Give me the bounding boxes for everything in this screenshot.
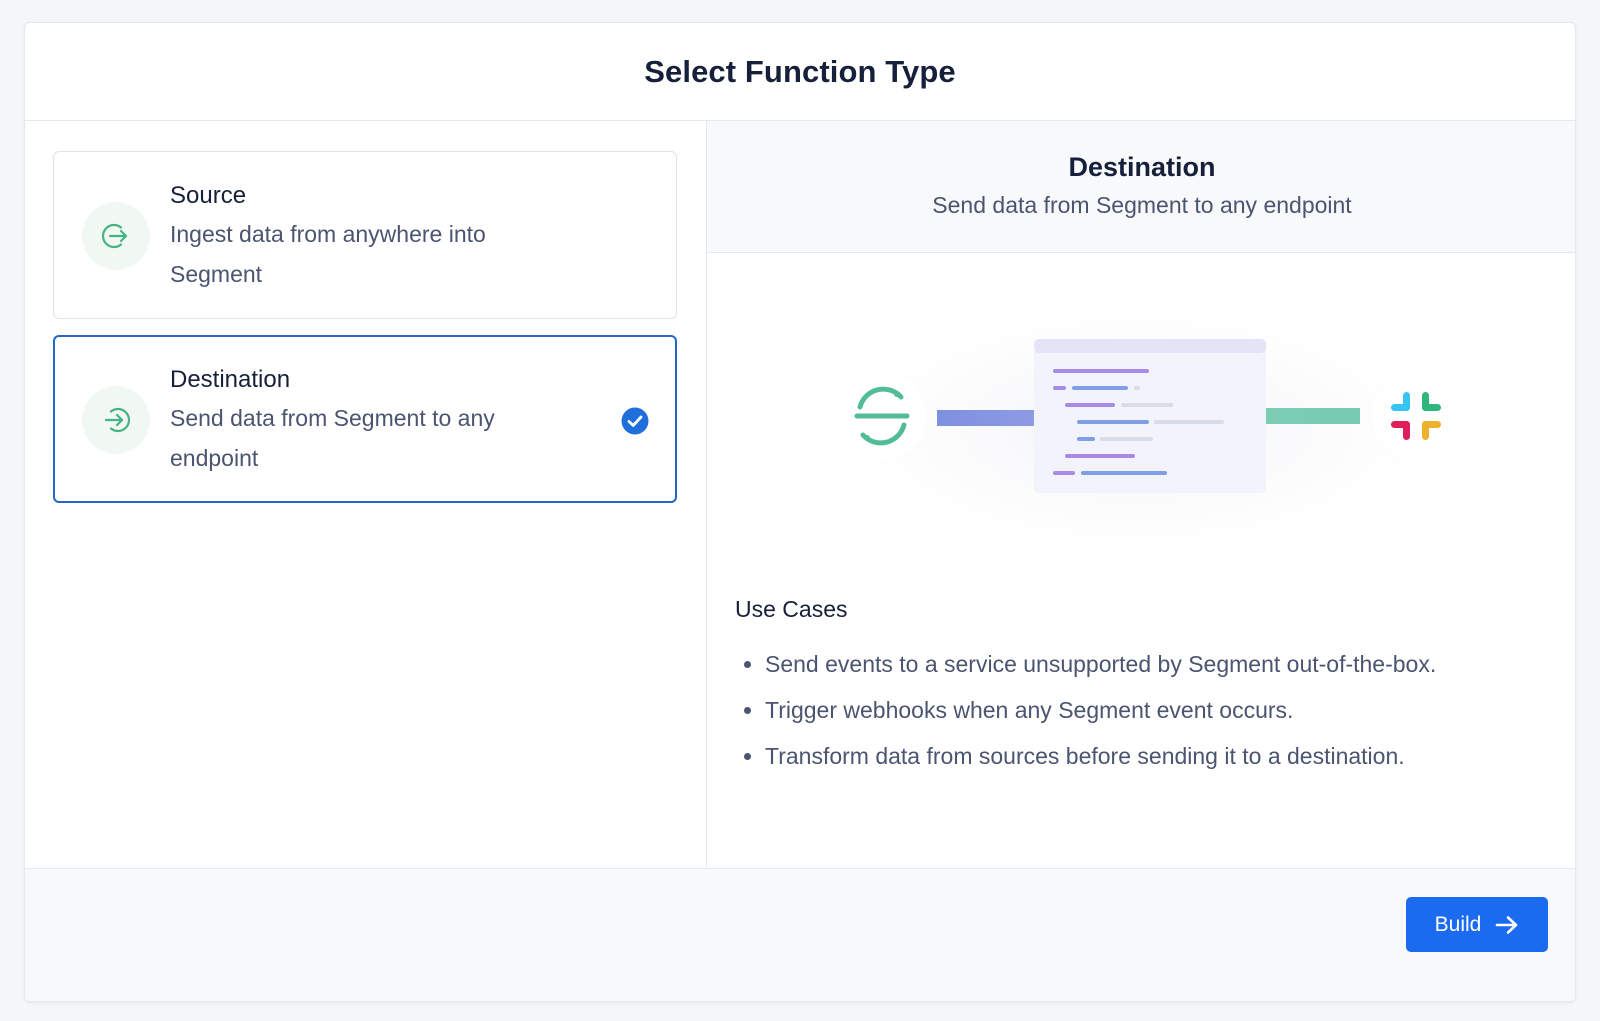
bullet-icon: [744, 661, 751, 668]
detail-header: Destination Send data from Segment to an…: [707, 121, 1575, 253]
arrow-in-circle-icon: [82, 386, 150, 454]
code-editor-icon: [1034, 339, 1266, 493]
use-case-item: Trigger webhooks when any Segment event …: [735, 687, 1555, 733]
build-button-label: Build: [1434, 912, 1482, 936]
use-case-item: Transform data from sources before sendi…: [735, 733, 1555, 779]
detail-subtitle: Send data from Segment to any endpoint: [932, 192, 1352, 218]
modal-title: Select Function Type: [644, 53, 956, 89]
option-destination-title: Destination: [170, 366, 291, 393]
check-circle-icon: [621, 407, 649, 435]
modal-header: Select Function Type: [25, 23, 1575, 121]
bullet-icon: [744, 753, 751, 760]
use-case-text: Transform data from sources before sendi…: [765, 743, 1405, 769]
use-cases-title: Use Cases: [735, 596, 848, 622]
detail-title: Destination: [1068, 152, 1216, 182]
segment-to-slack-illustration: [747, 269, 1527, 589]
modal-footer: Build: [25, 868, 1575, 1001]
slack-logo-icon: [1358, 358, 1474, 474]
use-case-text: Trigger webhooks when any Segment event …: [765, 697, 1294, 723]
use-case-item: Send events to a service unsupported by …: [735, 641, 1555, 687]
option-source-title: Source: [170, 182, 247, 209]
arrow-out-circle-icon: [82, 202, 150, 270]
use-case-text: Send events to a service unsupported by …: [765, 651, 1437, 677]
option-source-description: Ingest data from anywhere into Segment: [170, 221, 486, 287]
segment-logo-icon: [824, 358, 940, 474]
option-card-source[interactable]: Source Ingest data from anywhere into Se…: [53, 151, 677, 319]
arrow-right-icon: [1496, 915, 1518, 934]
detail-pane: Destination Send data from Segment to an…: [706, 121, 1575, 870]
option-card-destination[interactable]: Destination Send data from Segment to an…: [53, 335, 677, 503]
use-cases-list: Send events to a service unsupported by …: [735, 641, 1555, 779]
function-type-modal: Select Function Type Source Ingest data …: [24, 22, 1576, 1002]
options-pane: Source Ingest data from anywhere into Se…: [25, 121, 706, 870]
bullet-icon: [744, 707, 751, 714]
option-destination-description: Send data from Segment to any endpoint: [170, 405, 495, 471]
build-button[interactable]: Build: [1406, 897, 1548, 952]
